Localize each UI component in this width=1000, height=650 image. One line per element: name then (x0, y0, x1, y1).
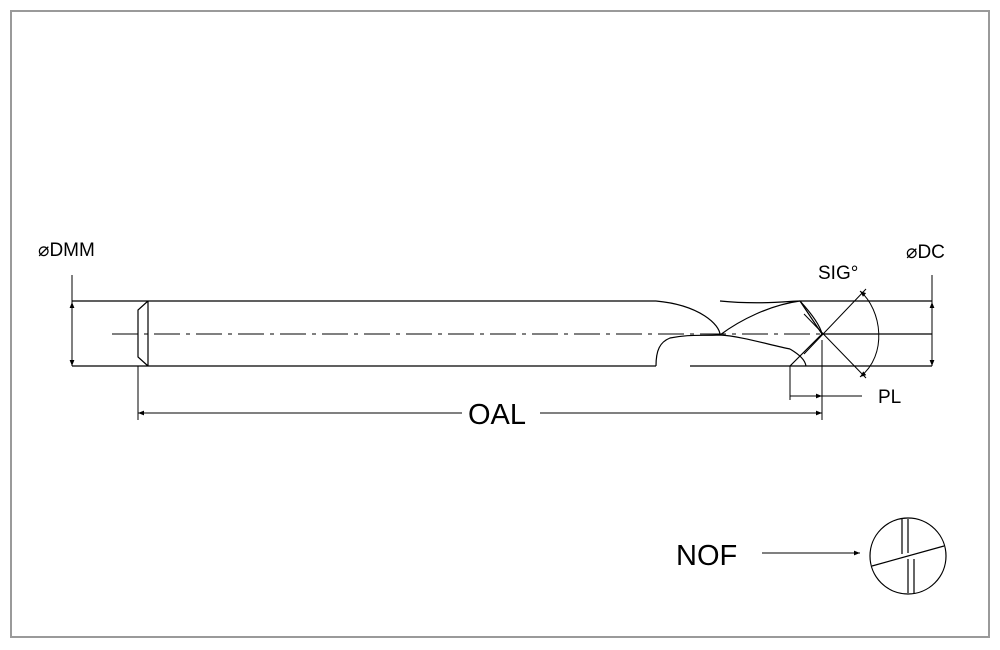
sig-label: SIG° (818, 263, 858, 284)
oal-label: OAL (468, 399, 526, 431)
drill-shank-outline (72, 300, 656, 367)
end-view-flutes (871, 519, 945, 593)
drill-flute-outline (655, 300, 932, 367)
dc-label: ⌀DC (906, 242, 945, 263)
drill-point (789, 300, 932, 367)
dmm-label: ⌀DMM (38, 240, 95, 261)
drawing-frame (10, 10, 990, 638)
nof-label: NOF (676, 540, 737, 572)
sig-angle-line-lower (803, 313, 867, 379)
end-view-circle (869, 517, 947, 595)
pl-label: PL (878, 387, 901, 408)
sig-angle-arc (859, 290, 880, 378)
sig-angle-line-upper (803, 288, 867, 355)
